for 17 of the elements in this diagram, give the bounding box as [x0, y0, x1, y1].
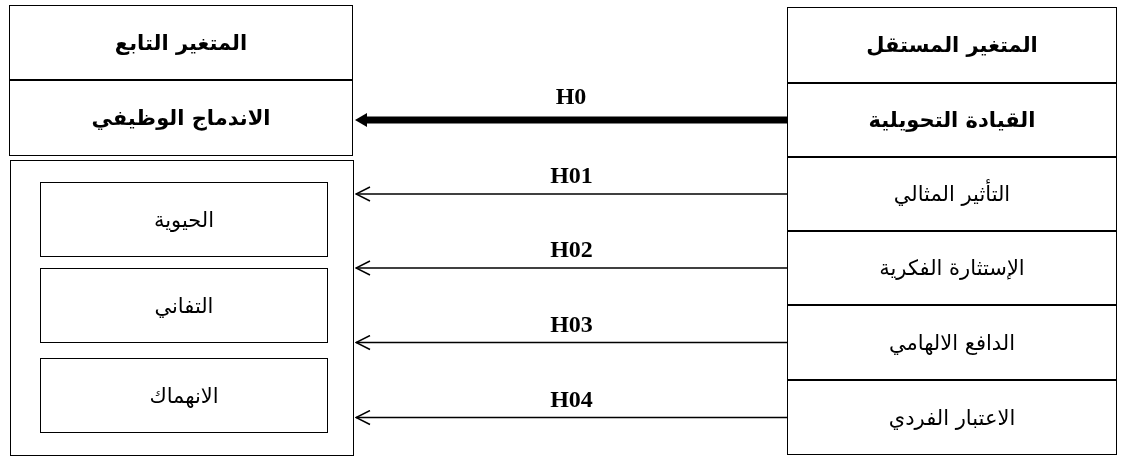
heading-box: الاندماج الوظيفي — [9, 80, 353, 156]
dimension-box: الحيوية — [40, 182, 328, 257]
variable-box: الاعتبار الفردي — [787, 380, 1117, 455]
heading-box: المتغير التابع — [9, 5, 353, 80]
dimension-box: الانهماك — [40, 358, 328, 433]
arrow — [355, 186, 788, 202]
arrow — [355, 260, 788, 276]
arrow — [355, 409, 788, 426]
arrow — [355, 334, 788, 351]
variable-box: التأثير المثالي — [787, 157, 1117, 231]
arrow — [355, 113, 787, 127]
heading-box: القيادة التحويلية — [787, 83, 1117, 157]
empty-box — [10, 160, 354, 456]
variable-box: الإستثارة الفكرية — [787, 231, 1117, 305]
variable-box: الدافع الالهامي — [787, 305, 1117, 380]
heading-box: المتغير المستقل — [787, 7, 1117, 83]
dimension-box: التفاني — [40, 268, 328, 343]
